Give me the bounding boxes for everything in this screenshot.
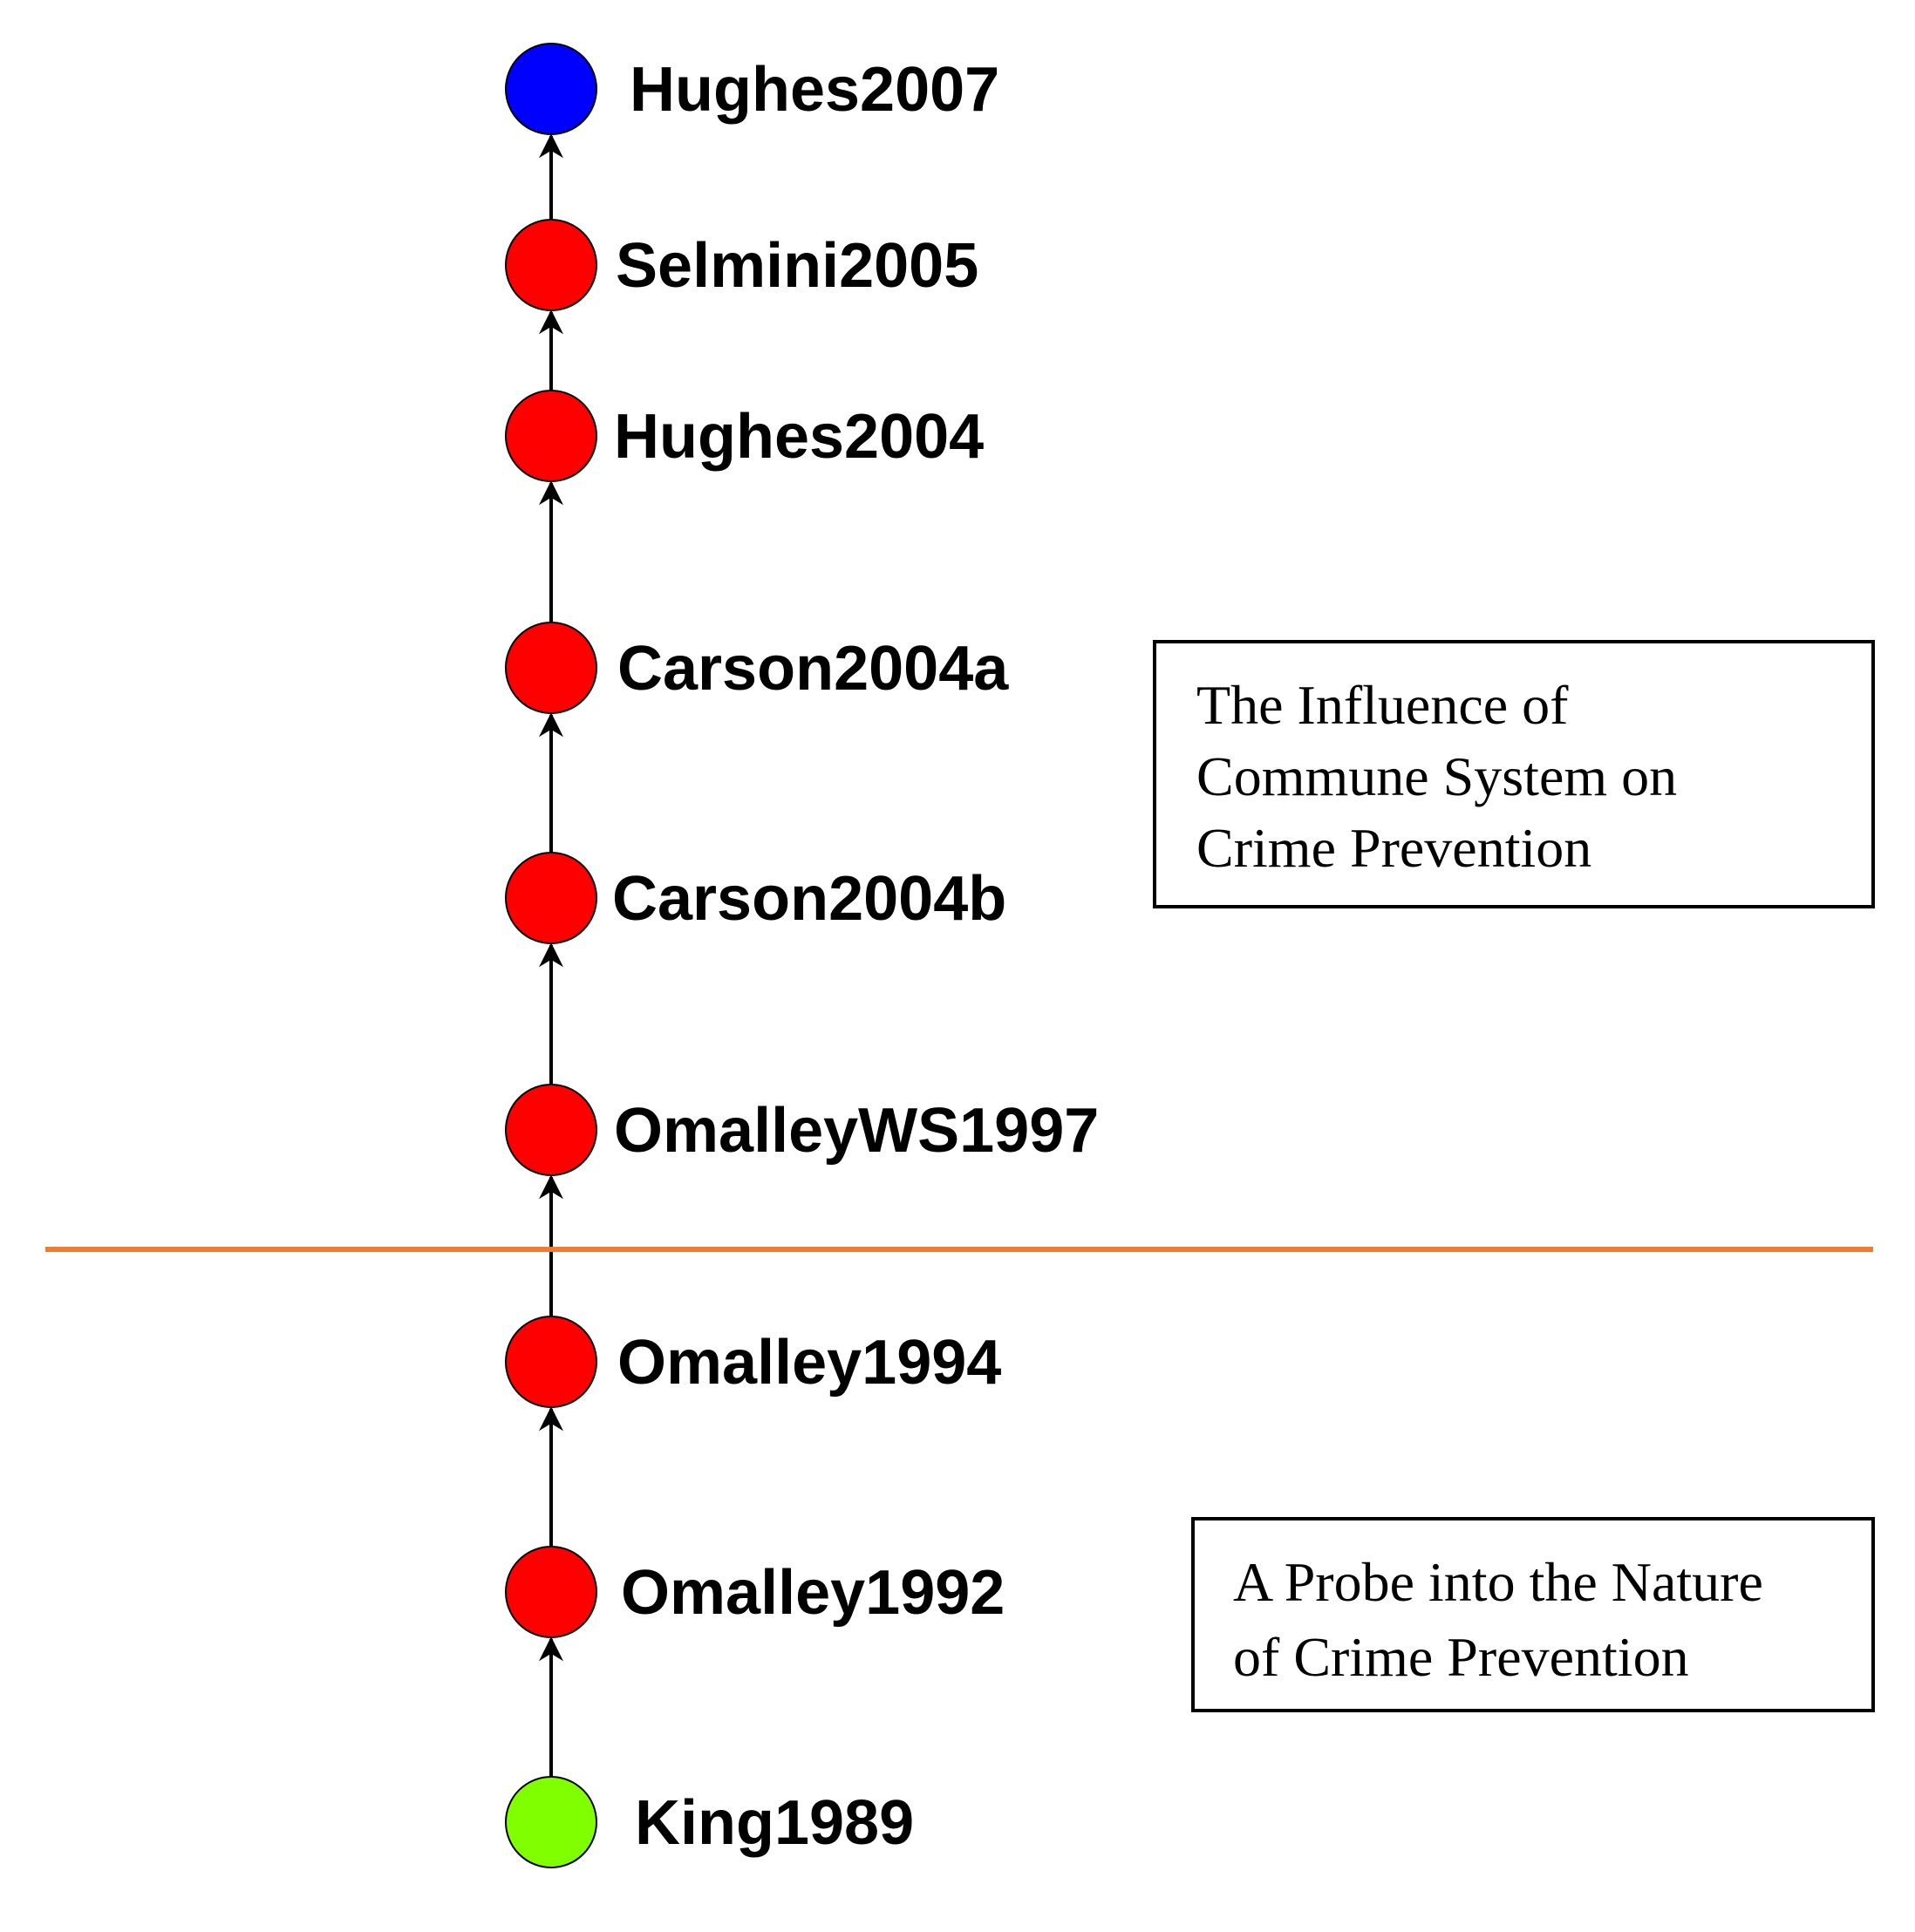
- node-king1989: King1989: [505, 1776, 914, 1868]
- node-selmini2005: Selmini2005: [505, 219, 978, 311]
- node-circle-king1989: [505, 1776, 597, 1868]
- node-omalleyws1997: OmalleyWS1997: [505, 1084, 1099, 1176]
- node-label-omalley1994: Omalley1994: [617, 1328, 1001, 1398]
- upper-annotation-line-3: Crime Prevention: [1196, 817, 1591, 879]
- node-label-hughes2007: Hughes2007: [630, 55, 999, 125]
- node-circle-omalley1992: [505, 1546, 597, 1638]
- node-carson2004b: Carson2004b: [505, 852, 1006, 944]
- node-hughes2007: Hughes2007: [505, 43, 999, 135]
- node-carson2004a: Carson2004a: [505, 622, 1009, 714]
- node-omalley1992: Omalley1992: [505, 1546, 1005, 1638]
- node-label-carson2004b: Carson2004b: [612, 864, 1006, 934]
- node-circle-omalleyws1997: [505, 1084, 597, 1176]
- node-label-omalleyws1997: OmalleyWS1997: [614, 1096, 1099, 1166]
- upper-annotation-box: The Influence of Commune System on Crime…: [1153, 640, 1875, 908]
- node-circle-selmini2005: [505, 219, 597, 311]
- node-label-hughes2004: Hughes2004: [614, 402, 984, 472]
- node-circle-hughes2004: [505, 390, 597, 482]
- nodes-layer: Hughes2007Selmini2005Hughes2004Carson200…: [505, 43, 1099, 1868]
- node-circle-hughes2007: [505, 43, 597, 135]
- node-circle-carson2004a: [505, 622, 597, 714]
- lower-annotation-box: A Probe into the Nature of Crime Prevent…: [1191, 1517, 1875, 1712]
- node-label-king1989: King1989: [635, 1788, 914, 1858]
- node-label-omalley1992: Omalley1992: [621, 1558, 1005, 1628]
- lower-annotation-line-1: A Probe into the Nature: [1233, 1551, 1763, 1613]
- lower-annotation-line-2: of Crime Prevention: [1233, 1626, 1689, 1688]
- upper-annotation-line-1: The Influence of: [1196, 674, 1569, 736]
- node-label-selmini2005: Selmini2005: [616, 231, 978, 301]
- node-hughes2004: Hughes2004: [505, 390, 984, 482]
- node-omalley1994: Omalley1994: [505, 1316, 1001, 1408]
- upper-annotation-line-2: Commune System on: [1196, 745, 1677, 807]
- node-label-carson2004a: Carson2004a: [617, 634, 1009, 704]
- node-circle-carson2004b: [505, 852, 597, 944]
- node-circle-omalley1994: [505, 1316, 597, 1408]
